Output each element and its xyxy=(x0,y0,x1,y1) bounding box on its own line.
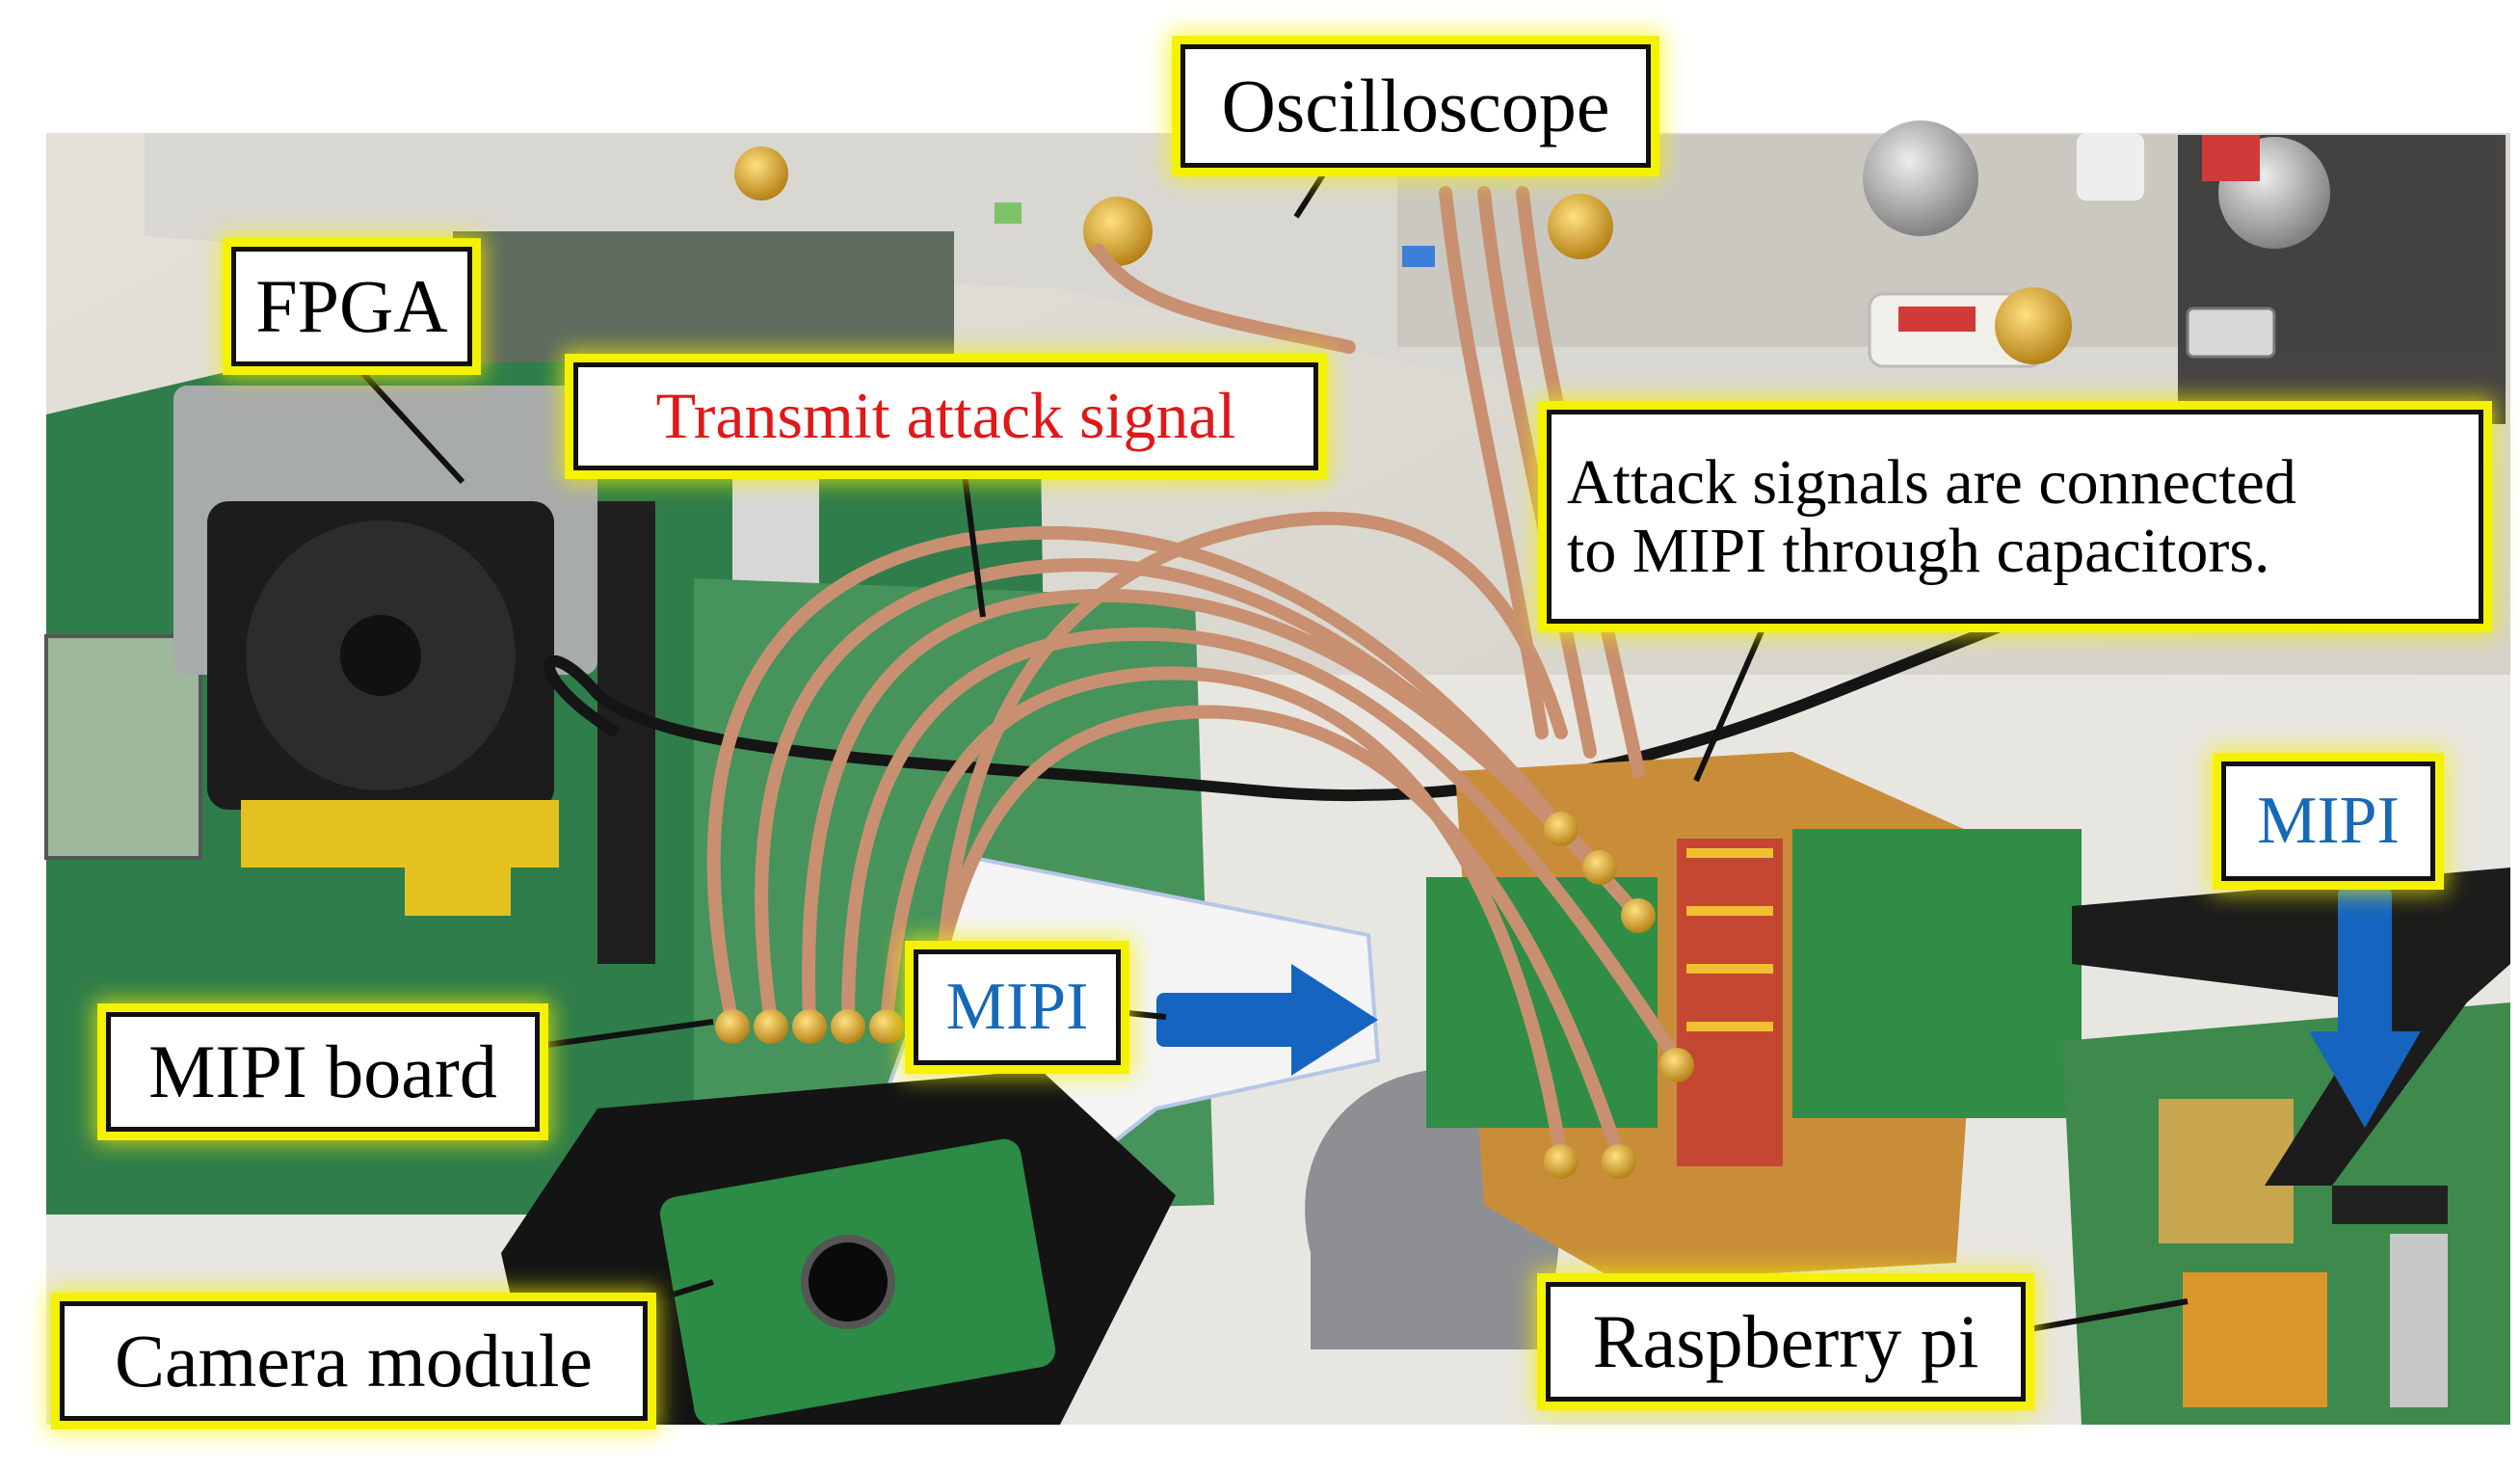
raspberry-pi-label: Raspberry pi xyxy=(1546,1282,2026,1402)
mipi-arrow-down xyxy=(2309,887,2421,1128)
bnc-connector xyxy=(734,147,788,200)
mipi-cable-label-text: MIPI xyxy=(945,970,1089,1045)
camera-lens xyxy=(801,1235,895,1329)
bnc-connector xyxy=(1083,197,1153,266)
leader-lines xyxy=(354,162,2188,1333)
transmit-label-text: Transmit attack signal xyxy=(655,379,1236,453)
transmit-attack-signal-label: Transmit attack signal xyxy=(573,362,1318,470)
attack-label-line-2: to MIPI through capacitors. xyxy=(1567,516,2270,586)
mipi-arrow-right xyxy=(1156,964,1378,1076)
oscilloscope-label-text: Oscilloscope xyxy=(1221,63,1610,147)
raspberry-pi-board xyxy=(2062,1002,2510,1425)
raspberry-label-text: Raspberry pi xyxy=(1592,1298,1979,1383)
bnc-connector xyxy=(1548,194,1613,259)
black-cable xyxy=(544,611,2027,802)
mipi-ribbon-cable xyxy=(2072,868,2510,1186)
sma-connectors xyxy=(715,812,1694,1179)
camera-label-text: Camera module xyxy=(115,1318,593,1402)
attack-label-line-1: Attack signals are connected xyxy=(1567,446,2296,518)
mipi-cable-label: MIPI xyxy=(914,949,1121,1065)
fpga-label: FPGA xyxy=(231,247,472,366)
oscilloscope xyxy=(145,120,2506,424)
attack-signals-capacitors-label: Attack signals are connected to MIPI thr… xyxy=(1547,410,2483,624)
bnc-connector xyxy=(1995,287,2072,364)
mipi-board-label: MIPI board xyxy=(106,1012,540,1132)
mipi-board-label-text: MIPI board xyxy=(148,1028,497,1113)
oscilloscope-knob xyxy=(1863,120,1978,236)
breakout-board xyxy=(1426,752,2082,1282)
fpga-label-text: FPGA xyxy=(255,263,448,348)
camera-module xyxy=(501,1070,1176,1426)
mipi-pi-label-text: MIPI xyxy=(2257,784,2400,859)
mipi-pi-label: MIPI xyxy=(2221,761,2435,881)
camera-module-label: Camera module xyxy=(60,1301,648,1421)
oscilloscope-label: Oscilloscope xyxy=(1180,44,1651,168)
